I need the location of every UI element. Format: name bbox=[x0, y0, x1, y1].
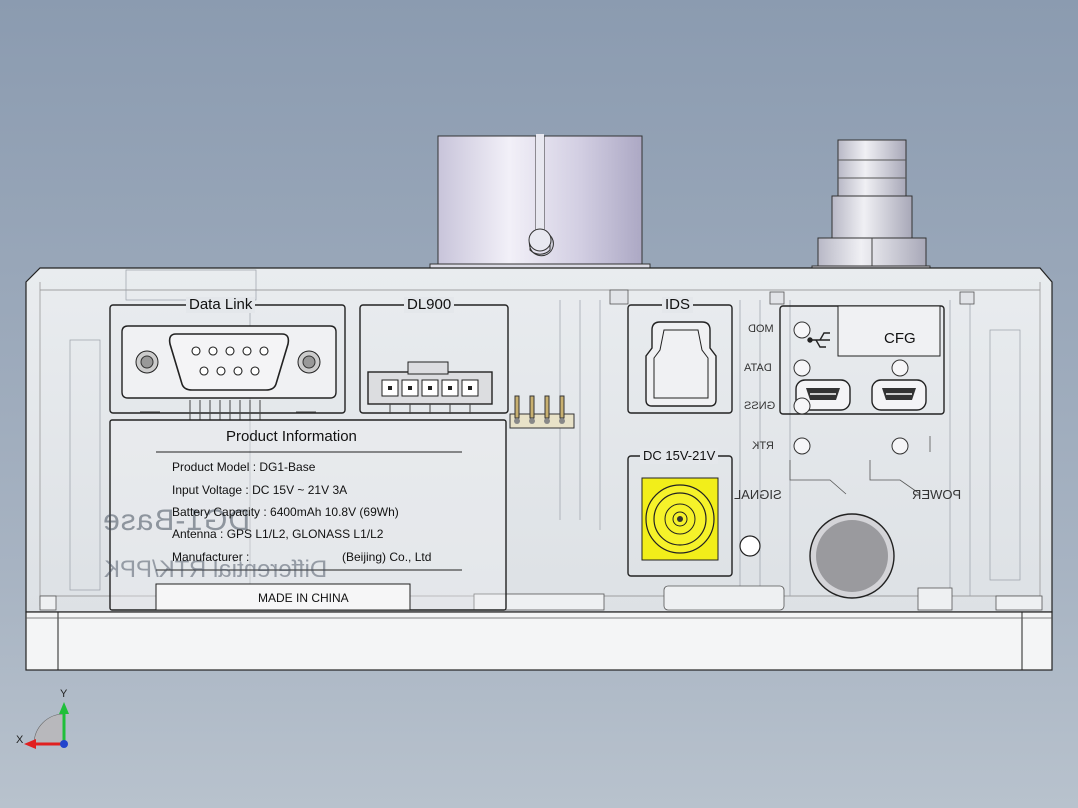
dl900-label: DL900 bbox=[404, 297, 455, 313]
product-info-plate bbox=[109, 419, 507, 611]
db9-data-link-port bbox=[109, 304, 346, 420]
plate-antenna: Antenna : GPS L1/L2, GLONASS L1/L2 bbox=[172, 527, 384, 541]
data-label: DATA bbox=[744, 362, 772, 374]
plate-manufacturer: Manufacturer : bbox=[172, 550, 250, 564]
axis-x-label: X bbox=[16, 734, 24, 746]
plate-title: Product Information bbox=[226, 428, 357, 445]
cfg-ports bbox=[779, 305, 945, 599]
gnss-label: GNSS bbox=[744, 400, 776, 412]
dl900-connector bbox=[359, 304, 509, 414]
data-link-label: Data Link bbox=[186, 297, 256, 313]
plate-model: Product Model : DG1-Base bbox=[172, 460, 316, 474]
axis-triad bbox=[24, 702, 69, 749]
cfg-label: CFG bbox=[881, 331, 919, 347]
dc-power-jack bbox=[627, 455, 733, 577]
axis-y-label: Y bbox=[60, 688, 68, 700]
pin-header bbox=[509, 395, 575, 429]
rtk-label: RTK bbox=[752, 440, 774, 452]
signal-label: SIGNAL bbox=[734, 487, 782, 502]
mod-label: MOD bbox=[748, 323, 774, 335]
status-hole bbox=[739, 535, 761, 557]
sma-connector bbox=[811, 139, 931, 285]
plate-voltage: Input Voltage : DC 15V ~ 21V 3A bbox=[172, 483, 348, 497]
ids-label: IDS bbox=[662, 297, 694, 313]
dc-input-label: DC 15V-21V bbox=[640, 448, 719, 464]
power-label: POWER bbox=[912, 487, 962, 502]
plate-made-in: MADE IN CHINA bbox=[258, 591, 349, 605]
top-antenna-connector bbox=[429, 134, 651, 289]
plate-battery: Battery Capacity : 6400mAh 10.8V (69Wh) bbox=[172, 505, 399, 519]
plate-manufacturer-suffix: (Beijing) Co., Ltd bbox=[342, 550, 432, 564]
